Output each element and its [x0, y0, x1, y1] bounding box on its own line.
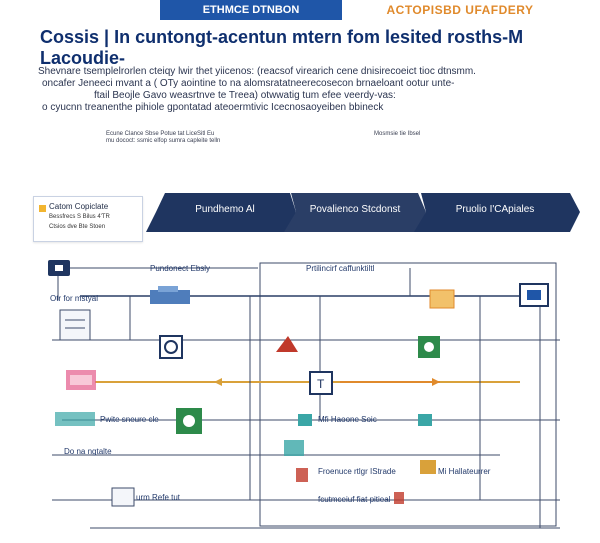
legend-swatch	[39, 205, 46, 212]
header-banner-right: ACTOPISBD UFAFDERY	[386, 3, 534, 17]
legend-box: Catom Copiclate Bessfrecs S Bilus 4'TR C…	[33, 196, 143, 242]
page-description: Shevnare tsemplelrorlen cteiqy lwir thet…	[38, 66, 558, 114]
alert-icon	[296, 468, 404, 504]
stage-label: Pundhemo Al	[195, 204, 255, 215]
arrow-head	[432, 378, 440, 386]
file-icon	[59, 309, 91, 341]
lock-icon	[48, 260, 70, 276]
label-otr-for: Otr for mstyal	[50, 294, 99, 303]
shield-icon: T	[309, 371, 333, 395]
stage-chevron	[414, 193, 580, 232]
lane-frame	[259, 262, 557, 527]
document-icon	[284, 440, 436, 474]
cog-icon	[176, 408, 202, 434]
description-line: o cyucnn treanenthe pihiole gpontatad at…	[42, 102, 384, 113]
stage-label: Pruolio I'CApiales	[455, 204, 535, 215]
cog-icon	[418, 336, 440, 358]
label-purnter: Pwite sneure cle	[100, 415, 159, 424]
legend-line: Bessfrecs S Bilus 4'TR	[49, 214, 110, 220]
stage-chevron	[146, 193, 296, 232]
caption-line: Ecune Clance Sbse Potue tat LiceSitl Eu	[106, 131, 215, 137]
label-na-ngtalte: Do na ngtalte	[64, 447, 112, 456]
chart-icon	[298, 414, 432, 426]
user-icon	[66, 370, 96, 390]
description-line: Shevnare tsemplelrorlen cteiqy lwir thet…	[38, 66, 476, 77]
stage-chevron	[284, 193, 426, 232]
legend-title: Catom Copiclate	[49, 202, 109, 211]
legend-line: Ctsios dve Bte Stoen	[49, 224, 106, 230]
alert-icon	[276, 336, 298, 352]
header-banner-left: ETHMCE DTNBON	[160, 0, 342, 20]
stage-label: Povalienco Stcdonst	[309, 204, 401, 215]
page-title: Cossis | In cuntongt-acentun mtern fom l…	[40, 27, 524, 68]
chart-icon	[55, 412, 95, 426]
description-line: oncafer Jeneeci mvant a ( OTy aointine t…	[42, 78, 455, 89]
caption-left: Ecune Clance Sbse Potue tat LiceSitl Eu …	[106, 131, 266, 145]
label-urm-refe: urm Refe tut	[136, 493, 181, 502]
label-mfisional: Mfi Haoone Soic	[318, 415, 377, 424]
monitor-icon	[519, 283, 549, 307]
caption-line: mu dococt: ssmic elfop sumra capleite te…	[106, 138, 221, 144]
svg-text:T: T	[317, 377, 325, 391]
label-froenuce: Froenuce rtlgr IStrade	[318, 467, 396, 476]
description-line: ftail Beojle Gavo weasrtnve te Treea) ot…	[94, 90, 396, 101]
arrow-head	[214, 378, 222, 386]
file-icon	[111, 487, 135, 507]
folder-icon	[150, 286, 190, 304]
label-prtilinic: Prtilincirf caffunktiltl	[306, 264, 375, 273]
label-pundanect: Pundonect Ebsly	[150, 264, 211, 273]
caption-right: Mosmsie tie Ibsel	[374, 131, 421, 137]
label-fcutmc: fcutmceiuf fiat pitieal	[318, 495, 391, 504]
label-mi-halla: Mi Hallateurrer	[438, 467, 491, 476]
shield-icon	[159, 335, 183, 359]
document-icon	[429, 289, 455, 309]
